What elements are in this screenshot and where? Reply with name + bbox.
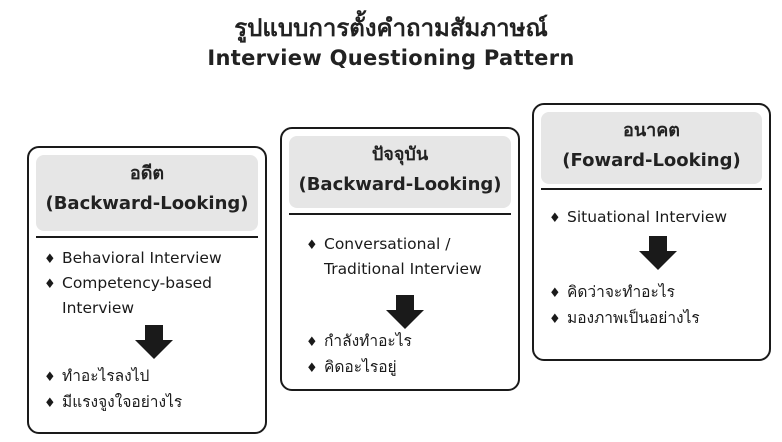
card-future-item-vision: ♦ มองภาพเป็นอย่างไร (549, 306, 700, 332)
item-text: มองภาพเป็นอย่างไร (567, 309, 700, 327)
card-past-item-competency-continuation: Interview (62, 299, 135, 317)
diamond-bullet-icon: ♦ (44, 370, 56, 385)
down-arrow-icon (639, 236, 677, 270)
card-past-heading-english: (Backward-Looking) (45, 193, 249, 214)
diagram-title-thai: รูปแบบการตั้งคำถามสัมภาษณ์ (234, 14, 548, 42)
card-present-heading-english: (Backward-Looking) (298, 174, 502, 195)
card-present-heading: ปัจจุบัน (Backward-Looking) (289, 136, 511, 208)
card-past-heading-thai: อดีต (129, 163, 165, 184)
card-present-item-conversational: ♦ Conversational / (306, 232, 450, 258)
down-arrow-icon (135, 325, 173, 359)
diamond-bullet-icon: ♦ (306, 361, 318, 376)
card-future-item-situational: ♦ Situational Interview (549, 205, 727, 231)
item-text: Situational Interview (567, 208, 728, 226)
item-text: Competency-based (62, 274, 213, 292)
card-future-heading-english: (Foward-Looking) (562, 150, 741, 171)
card-present-item-thinking: ♦ คิดอะไรอยู่ (306, 355, 397, 381)
card-future-item-plan: ♦ คิดว่าจะทำอะไร (549, 280, 675, 306)
diamond-bullet-icon: ♦ (44, 277, 56, 292)
item-text: Behavioral Interview (62, 249, 222, 267)
card-future-divider (541, 188, 762, 190)
card-past-item-competency: ♦ Competency-based (44, 271, 212, 297)
item-text: คิดว่าจะทำอะไร (567, 283, 675, 301)
card-past-item-action: ♦ ทำอะไรลงไป (44, 364, 149, 390)
diamond-bullet-icon: ♦ (306, 335, 318, 350)
item-text: กำลังทำอะไร (324, 332, 412, 350)
diamond-bullet-icon: ♦ (549, 286, 561, 301)
card-present-heading-thai: ปัจจุบัน (371, 144, 429, 165)
card-future: อนาคต (Foward-Looking) ♦ Situational Inte… (532, 103, 771, 361)
diamond-bullet-icon: ♦ (44, 252, 56, 267)
item-text: ทำอะไรลงไป (62, 367, 150, 385)
item-text: มีแรงจูงใจอย่างไร (62, 393, 183, 411)
card-past-divider (36, 236, 258, 238)
card-past: อดีต (Backward-Looking) ♦ Behavioral Inte… (27, 146, 267, 434)
diamond-bullet-icon: ♦ (549, 312, 561, 327)
card-present-divider (289, 213, 511, 215)
item-text: คิดอะไรอยู่ (324, 358, 397, 376)
card-present: ปัจจุบัน (Backward-Looking) ♦ Conversatio… (280, 127, 520, 391)
diamond-bullet-icon: ♦ (44, 396, 56, 411)
diagram-title-english: Interview Questioning Pattern (207, 46, 575, 70)
card-past-item-motivation: ♦ มีแรงจูงใจอย่างไร (44, 390, 182, 416)
card-present-item-conversational-continuation: Traditional Interview (324, 260, 482, 278)
card-past-item-behavioral: ♦ Behavioral Interview (44, 246, 222, 272)
item-text: Conversational / (324, 235, 451, 253)
down-arrow-icon (386, 295, 424, 329)
card-present-item-doing: ♦ กำลังทำอะไร (306, 329, 412, 355)
card-future-heading-thai: อนาคต (623, 120, 680, 141)
diamond-bullet-icon: ♦ (306, 238, 318, 253)
card-past-heading: อดีต (Backward-Looking) (36, 155, 258, 231)
diamond-bullet-icon: ♦ (549, 211, 561, 226)
card-future-heading: อนาคต (Foward-Looking) (541, 112, 762, 184)
